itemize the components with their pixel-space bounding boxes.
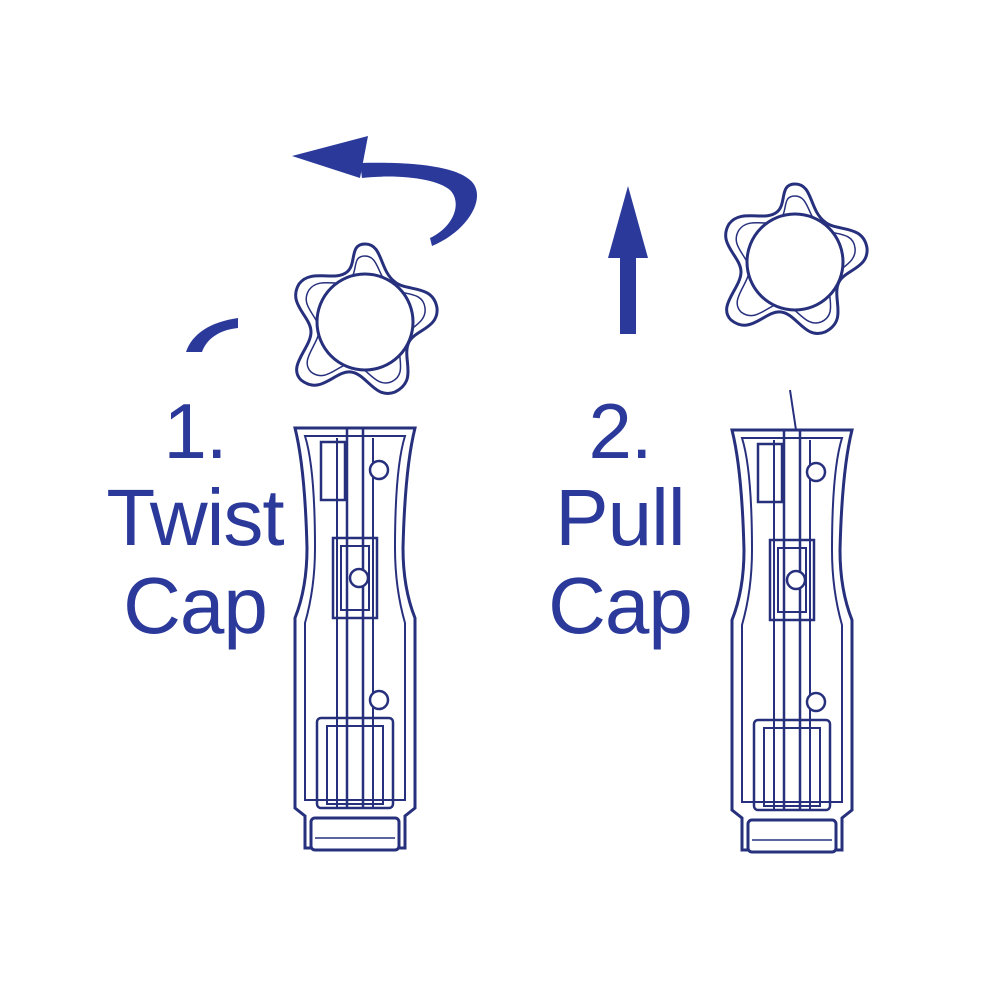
step1-device [293, 426, 417, 852]
arrow-up-icon [608, 186, 648, 334]
step1-word-1: Twist [106, 473, 284, 562]
step1-label: 1. Twist Cap [95, 392, 295, 654]
step2-word-1: Pull [555, 473, 685, 562]
step2-word-2: Cap [548, 561, 693, 650]
step1-word-2: Cap [123, 561, 268, 650]
step2-device [730, 389, 854, 854]
step2-number: 2. [588, 387, 652, 475]
step1-cap [294, 242, 439, 396]
step2-label: 2. Pull Cap [520, 392, 720, 654]
needle [789, 389, 797, 431]
step2-cap [724, 182, 869, 336]
step1-number: 1. [163, 387, 227, 475]
curved-arrow-left-icon [186, 136, 478, 352]
